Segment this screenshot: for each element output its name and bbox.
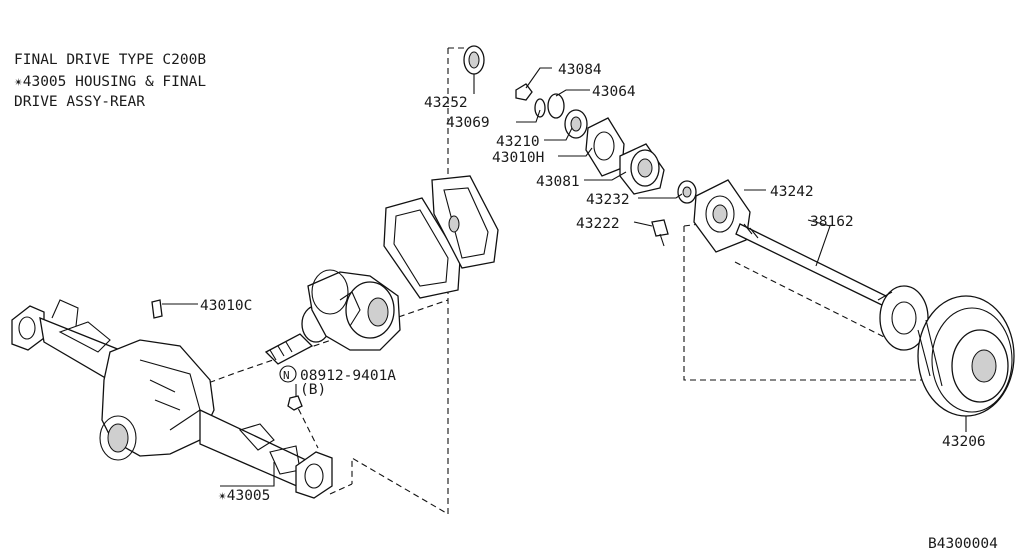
label-43005[interactable]: ✴43005 [218,488,270,504]
breather-drawing [151,299,163,319]
n-mark-letter: N [283,369,290,382]
label-43242[interactable]: 43242 [770,184,814,200]
label-43069[interactable]: 43069 [446,115,490,131]
axle-shaft-drawing [735,223,929,351]
header-line-2: ✴43005 HOUSING & FINAL [14,74,206,90]
label-08912-group[interactable]: N 08912-9401A (B) [279,365,396,398]
differential-gear-drawing [264,269,401,365]
label-43010C[interactable]: 43010C [200,298,252,314]
cover-gasket-drawing [383,175,499,299]
header-line-3: DRIVE ASSY-REAR [14,94,145,110]
label-43222[interactable]: 43222 [576,216,620,232]
label-43081[interactable]: 43081 [536,174,580,190]
label-43206[interactable]: 43206 [942,434,986,450]
diagram-code: B4300004 [928,536,998,552]
label-43252[interactable]: 43252 [424,95,468,111]
label-08912-qty: (B) [300,382,326,398]
label-43064[interactable]: 43064 [592,84,636,100]
label-43210[interactable]: 43210 [496,134,540,150]
label-08912-9401A[interactable]: 08912-9401A [300,368,396,384]
label-43010H[interactable]: 43010H [492,150,544,166]
n-mark-circle [279,365,297,383]
label-43232[interactable]: 43232 [586,192,630,208]
header-line-1: FINAL DRIVE TYPE C200B [14,52,206,68]
leader-lines [162,67,967,487]
label-38162[interactable]: 38162 [810,214,854,230]
axle-housing-drawing [11,299,333,499]
nut-drawing [287,395,303,411]
brake-drum-drawing [917,295,1015,417]
label-43084[interactable]: 43084 [558,62,602,78]
